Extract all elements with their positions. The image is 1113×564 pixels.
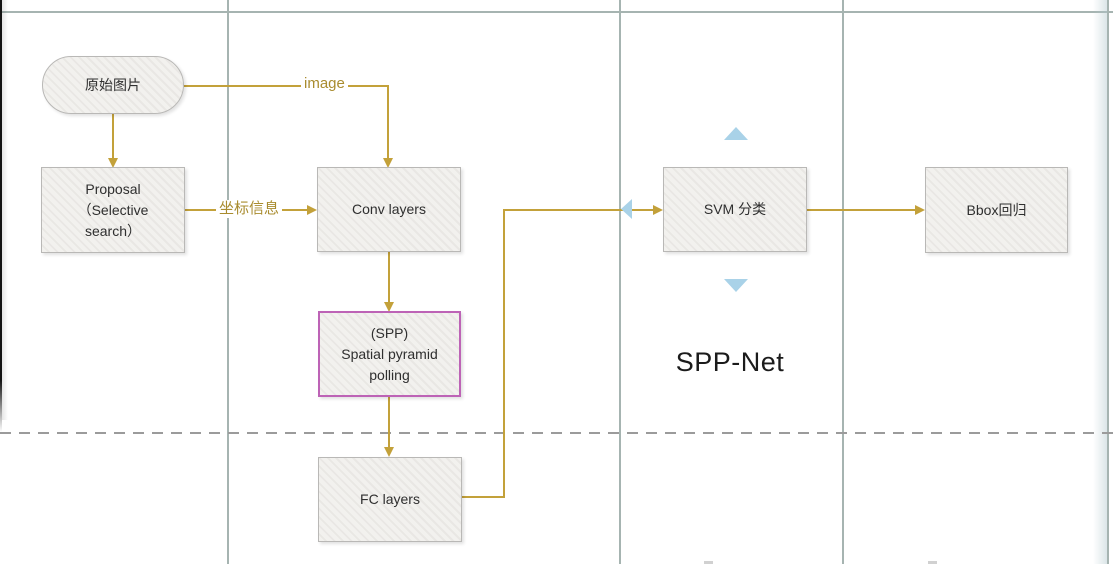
arrowhead-down-fc [384,447,394,457]
bottom-cutoff-mark [704,561,713,564]
node-label-line: Spatial pyramid [341,345,438,362]
lane-divider-2 [619,0,621,564]
node-label: FC layers [360,491,420,507]
node-source-image[interactable]: 原始图片 [42,56,184,114]
lane-divider-1 [227,0,229,564]
node-label-line: （Selective [77,201,149,218]
node-svm[interactable]: SVM 分类 [663,167,807,252]
connector-image-horizontal [184,85,389,87]
lane-collapse-down-icon[interactable] [724,279,748,292]
node-spp[interactable]: (SPP) Spatial pyramid polling [318,311,461,397]
lane-divider-3 [842,0,844,564]
node-label: 原始图片 [85,76,141,93]
connector-spp-to-fc [388,397,390,448]
connector-conv-to-spp [388,252,390,303]
node-label-line: (SPP) [370,324,409,341]
top-rule [0,11,1113,13]
node-label: Conv layers [352,201,426,217]
connector-svm-to-bbox [807,209,915,211]
edge-label-image: image [301,75,348,93]
connector-fc-out [462,496,505,498]
connector-fc-to-svm [503,209,653,211]
annotation-spp-net: SPP-Net [675,347,785,377]
arrowhead-right-conv [307,205,317,215]
node-label-line: search） [84,222,142,239]
lane-collapse-left-icon[interactable] [621,199,632,219]
bottom-cutoff-mark [928,561,937,564]
connector-fc-up [503,209,505,498]
right-edge-shadow [1093,0,1107,564]
node-fc-layers[interactable]: FC layers [318,457,462,542]
window-left-edge [0,0,2,432]
connector-source-to-proposal [112,114,114,159]
arrowhead-down-spp [384,302,394,312]
lane-collapse-up-icon[interactable] [724,127,748,140]
window-left-edge-soft [2,0,8,420]
node-bbox[interactable]: Bbox回归 [925,167,1068,253]
node-label: SVM 分类 [703,201,767,217]
node-conv-layers[interactable]: Conv layers [317,167,461,252]
arrowhead-right-svm [653,205,663,215]
edge-label-coords: 坐标信息 [216,200,283,218]
arrowhead-right-bbox [915,205,925,215]
lane-divider-4 [1107,0,1109,564]
connector-image-vertical [387,85,389,159]
node-label-line: polling [369,366,410,383]
arrowhead-down-proposal [108,158,118,168]
dashed-divider [0,432,1113,434]
node-proposal[interactable]: Proposal （Selective search） [41,167,185,253]
node-label: Bbox回归 [966,201,1027,218]
arrowhead-down-conv [383,158,393,168]
node-label-line: Proposal [85,180,141,197]
